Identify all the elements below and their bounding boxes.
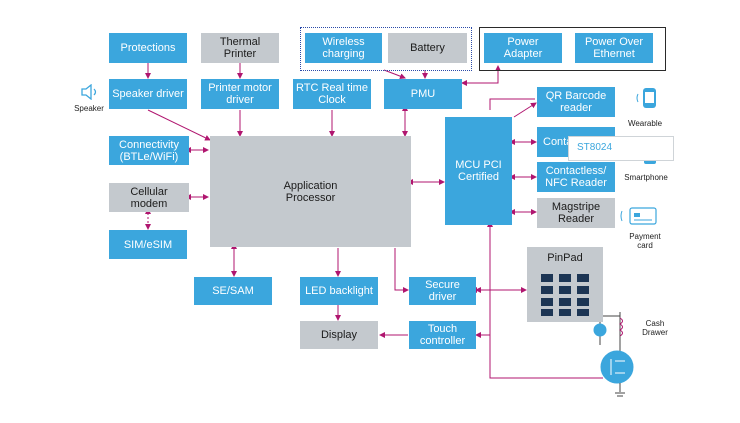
wearable-icon (636, 88, 656, 108)
line-ap-secure (394, 248, 409, 293)
pinpad-block: PinPad (527, 247, 603, 322)
contactless-nfc-block: Contactless/ NFC Reader (537, 162, 615, 192)
printer-motor-driver-block: Printer motor driver (201, 79, 279, 109)
speaker-driver-block: Speaker driver (109, 79, 187, 109)
connectivity-block: Connectivity (BTLe/WiFi) (109, 136, 189, 165)
wearable-label: Wearable (627, 119, 663, 128)
cash-drawer-icon (593, 312, 634, 397)
wireless-charging-block: Wireless charging (305, 33, 382, 63)
battery-block: Battery (388, 33, 467, 63)
power-input-group (479, 27, 666, 71)
se-sam-block: SE/SAM (194, 277, 272, 305)
keypad-icon (541, 274, 589, 316)
power-over-ethernet-block: Power Over Ethernet (575, 33, 653, 63)
touch-controller-block: Touch controller (409, 321, 476, 349)
power-adapter-block: Power Adapter (484, 33, 562, 63)
cash-drawer-label: Cash Drawer (642, 319, 668, 337)
application-processor-block: Application Processor (210, 136, 411, 247)
sim-block: SIM/eSIM (109, 230, 187, 259)
pmu-block: PMU (384, 79, 462, 109)
line-power-mcu (489, 98, 535, 110)
led-backlight-block: LED backlight (300, 277, 378, 305)
line-mcu-cashdrawer (487, 221, 603, 379)
smartphone-label: Smartphone (624, 173, 668, 182)
speaker-label: Speaker (74, 104, 104, 113)
line-speaker-ap (147, 109, 211, 141)
part-tooltip: ST8024 (568, 136, 674, 161)
line-mcu-qr (513, 102, 537, 118)
secure-driver-block: Secure driver (409, 277, 476, 305)
payment-card-label: Payment card (629, 232, 661, 250)
qr-reader-block: QR Barcode reader (537, 87, 615, 117)
rtc-block: RTC Real time Clock (293, 79, 371, 109)
display-block: Display (300, 321, 378, 349)
mcu-block: MCU PCI Certified (445, 117, 512, 225)
line-wireless-pmu (383, 69, 406, 80)
cellular-modem-block: Cellular modem (109, 183, 189, 212)
speaker-icon (81, 84, 97, 100)
line-power-pmu (461, 65, 501, 86)
magstripe-reader-block: Magstripe Reader (537, 198, 615, 228)
payment-card-icon (620, 207, 657, 225)
pinpad-label: PinPad (547, 252, 583, 264)
thermal-printer-block: Thermal Printer (201, 33, 279, 63)
power-source-group (300, 27, 472, 71)
protections-block: Protections (109, 33, 187, 63)
